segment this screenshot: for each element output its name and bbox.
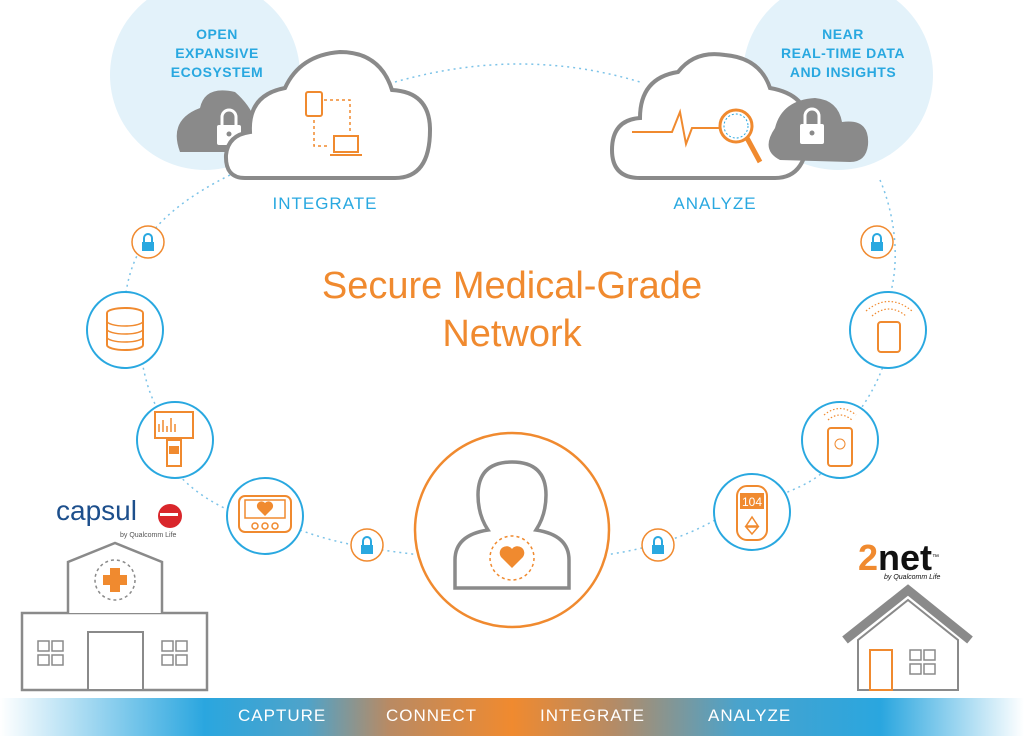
bar-label-connect: CONNECT xyxy=(386,706,478,725)
twonet-logo: 2net™ xyxy=(858,540,939,584)
twonet-tm: ™ xyxy=(932,554,940,561)
hospital-building xyxy=(20,541,209,692)
diagram-title: Secure Medical-Grade Network xyxy=(262,262,762,358)
tablet-icon xyxy=(305,91,323,117)
twonet-word: net xyxy=(878,537,933,578)
integrate-stage-label: INTEGRATE xyxy=(272,194,378,213)
magnifier-icon xyxy=(718,108,763,164)
title-line-2: Network xyxy=(442,313,582,355)
analyze-stage-label: ANALYZE xyxy=(673,194,757,213)
lock-icon xyxy=(800,107,824,144)
home-building xyxy=(842,584,973,691)
bar-label-capture: CAPTURE xyxy=(238,706,327,725)
insights-line: AND INSIGHTS xyxy=(789,64,897,80)
server-stack-node xyxy=(86,291,164,369)
bar-label-integrate: INTEGRATE xyxy=(540,706,646,725)
lock-node-lower-right xyxy=(641,528,675,562)
patient-node xyxy=(413,431,611,629)
smartphone-node xyxy=(801,401,879,479)
monitor-station-node xyxy=(136,401,214,479)
capsule-tagline: by Qualcomm Life xyxy=(120,532,177,539)
ecosystem-line: OPEN xyxy=(196,26,238,42)
medical-cross-icon xyxy=(103,568,127,592)
integrate-cloud xyxy=(223,49,433,180)
ecosystem-line: ECOSYSTEM xyxy=(170,64,264,80)
ecosystem-line: EXPANSIVE xyxy=(175,45,259,61)
lock-node-upper-left xyxy=(131,225,165,259)
wireless-device-node xyxy=(849,291,927,369)
bar-label-analyze: ANALYZE xyxy=(708,706,792,725)
heartbeat-line-icon xyxy=(632,108,720,148)
twonet-digit: 2 xyxy=(858,537,879,578)
network-ring xyxy=(124,63,896,556)
capsule-logo-mark xyxy=(158,504,182,528)
lock-node-lower-left xyxy=(350,528,384,562)
laptop-icon xyxy=(330,135,362,156)
bottom-stage-bar: CAPTURE CONNECT INTEGRATE ANALYZE xyxy=(0,698,1024,736)
heart-monitor-node xyxy=(226,477,304,555)
heart-icon xyxy=(499,546,525,568)
insights-line: NEAR xyxy=(822,26,864,42)
twonet-tagline: by Qualcomm Life xyxy=(884,574,941,581)
right-lock-cloud xyxy=(768,98,869,162)
insights-line: REAL-TIME DATA xyxy=(781,45,905,61)
ecosystem-text: OPEN EXPANSIVE ECOSYSTEM xyxy=(142,25,292,82)
glucose-meter-node: 104 xyxy=(713,473,791,551)
glucose-readout: 104 xyxy=(742,495,762,509)
lock-node-upper-right xyxy=(860,225,894,259)
title-line-1: Secure Medical-Grade xyxy=(321,265,703,307)
capsule-logo-text: capsul xyxy=(56,495,137,526)
insights-text: NEAR REAL-TIME DATA AND INSIGHTS xyxy=(768,25,918,82)
